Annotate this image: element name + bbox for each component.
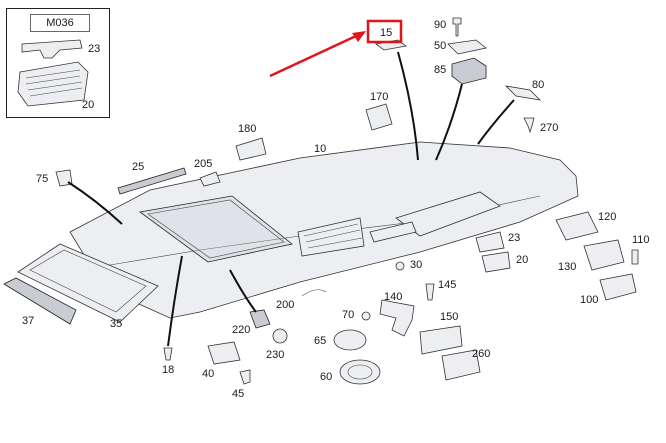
part-100 — [599, 273, 637, 301]
label-part-170: 170 — [370, 91, 388, 103]
part-60 — [339, 359, 381, 385]
label-part-180: 180 — [238, 123, 256, 135]
label-part-20: 20 — [516, 254, 528, 266]
label-part-23: 23 — [508, 232, 520, 244]
label-part-85: 85 — [434, 64, 446, 76]
label-part-140: 140 — [384, 291, 402, 303]
part-170 — [365, 103, 393, 131]
label-part-205: 205 — [194, 158, 212, 170]
label-part-110: 110 — [632, 234, 650, 246]
part-85 — [451, 57, 487, 85]
part-80 — [504, 85, 542, 101]
highlight-arrowhead — [352, 31, 366, 42]
label-part-37: 37 — [22, 315, 34, 327]
inset-label-20: 20 — [82, 99, 94, 111]
label-part-70: 70 — [342, 309, 354, 321]
label-part-120: 120 — [598, 211, 616, 223]
part-270 — [523, 117, 535, 134]
part-45 — [239, 369, 251, 385]
part-25 — [117, 167, 187, 195]
part-150 — [419, 325, 463, 355]
leader-lines — [67, 51, 515, 347]
part-65 — [333, 329, 367, 351]
label-part-230: 230 — [266, 349, 284, 361]
label-part-260: 260 — [472, 348, 490, 360]
inset-part-20 — [17, 61, 89, 107]
headliner-panel — [69, 141, 579, 319]
rear-mat-35 — [17, 243, 159, 323]
label-part-130: 130 — [558, 261, 576, 273]
label-part-100: 100 — [580, 294, 598, 306]
part-220 — [249, 309, 271, 329]
part-205 — [199, 171, 221, 187]
part-23-main — [475, 231, 505, 253]
part-130 — [583, 239, 625, 271]
label-part-270: 270 — [540, 122, 558, 134]
part-140 — [379, 299, 415, 337]
label-part-35: 35 — [110, 318, 122, 330]
part-90 — [452, 17, 462, 37]
label-part-60: 60 — [320, 371, 332, 383]
label-part-40: 40 — [202, 368, 214, 380]
label-part-25: 25 — [132, 161, 144, 173]
label-part-220: 220 — [232, 324, 250, 336]
part-40 — [207, 341, 241, 365]
label-part-10: 10 — [314, 143, 326, 155]
label-part-65: 65 — [314, 335, 326, 347]
label-part-150: 150 — [440, 311, 458, 323]
part-50 — [447, 39, 487, 55]
part-70 — [361, 311, 371, 321]
inset-title: M036 — [30, 14, 90, 32]
part-30 — [395, 261, 405, 271]
strip-37 — [3, 277, 77, 325]
inset-label-23: 23 — [88, 43, 100, 55]
part-110 — [631, 249, 639, 265]
highlight-arrow-shaft — [269, 34, 357, 78]
label-part-200: 200 — [276, 299, 294, 311]
label-part-50: 50 — [434, 40, 446, 52]
label-part-145: 145 — [438, 279, 456, 291]
part-200 — [301, 289, 327, 297]
part-145 — [425, 283, 435, 301]
label-part-90: 90 — [434, 19, 446, 31]
highlight-box — [366, 19, 403, 44]
part-18 — [163, 347, 173, 361]
label-part-15: 15 — [380, 27, 392, 39]
part-260 — [441, 349, 481, 381]
part-120 — [555, 211, 599, 241]
part-230 — [272, 328, 288, 344]
label-part-30: 30 — [410, 259, 422, 271]
label-part-45: 45 — [232, 388, 244, 400]
inset-part-23 — [21, 39, 83, 59]
label-part-75: 75 — [36, 173, 48, 185]
part-180 — [235, 137, 267, 161]
label-part-80: 80 — [532, 79, 544, 91]
label-part-18: 18 — [162, 364, 174, 376]
part-20-main — [481, 251, 511, 273]
